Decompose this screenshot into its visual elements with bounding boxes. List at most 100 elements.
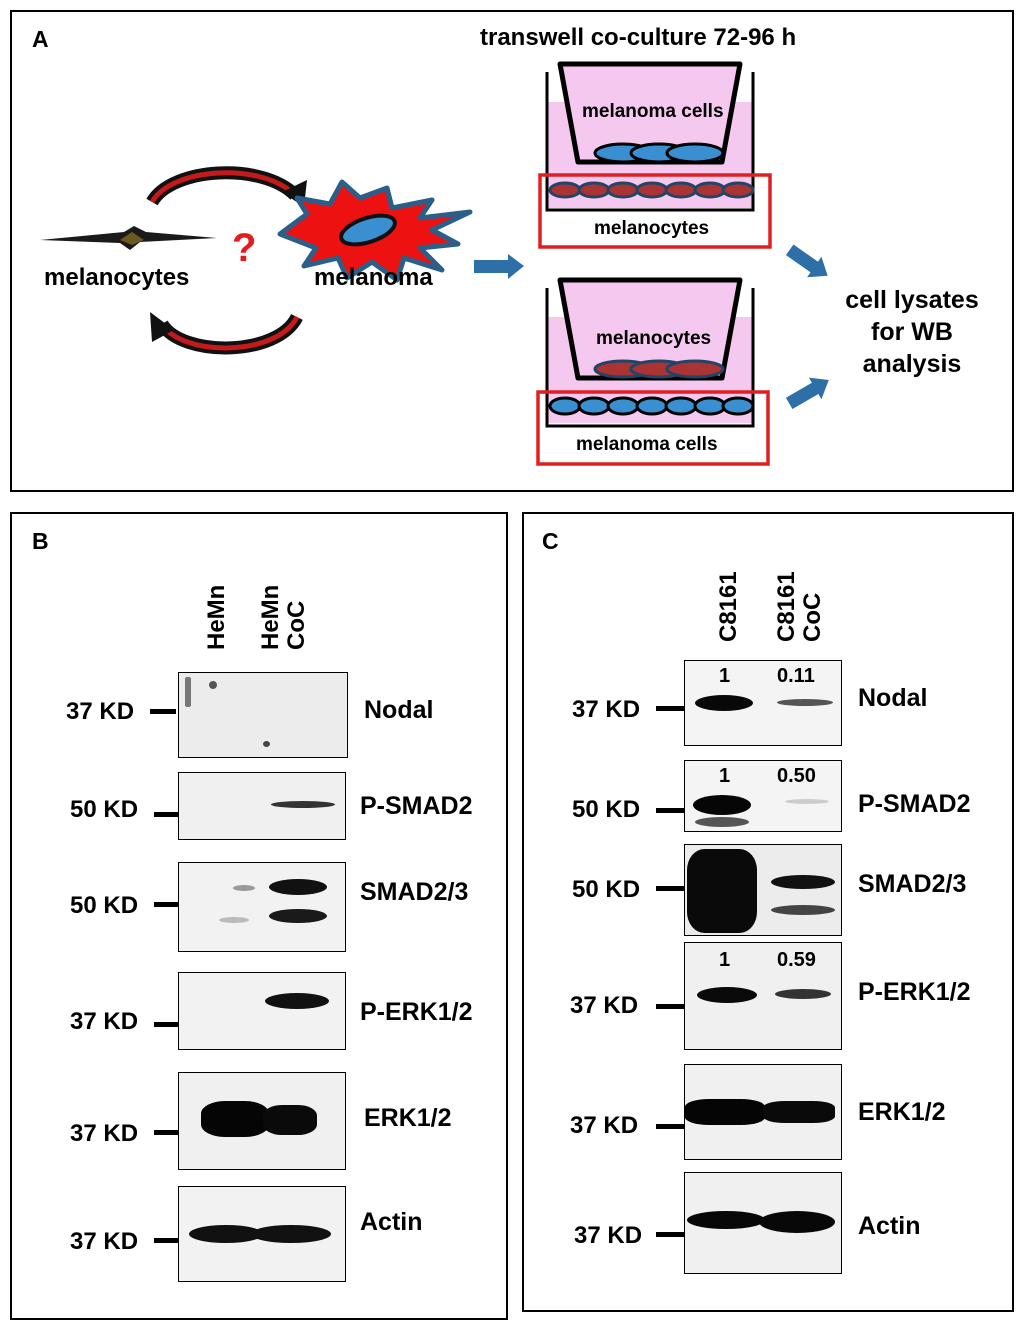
band <box>201 1101 269 1137</box>
lane-label-c8161-coc: C8161 CoC <box>773 571 826 642</box>
marker-b-erk: 37 KD <box>70 1120 139 1147</box>
marker-c-nodal: 37 KD <box>572 696 641 723</box>
schematic-drawing <box>40 61 829 466</box>
marker-b-psmad2: 50 KD <box>70 796 139 823</box>
curved-arrow-bottom <box>150 312 303 355</box>
marker-c-smad23: 50 KD <box>572 876 641 903</box>
marker-tick <box>656 886 684 891</box>
marker-tick <box>150 709 176 714</box>
band <box>771 905 835 915</box>
arrow-bottom-to-lysates <box>785 377 829 410</box>
marker-c-erk: 37 KD <box>570 1112 639 1139</box>
melanocytes-bottom-insert <box>593 359 725 379</box>
band <box>685 1099 765 1125</box>
quant-c-nodal-1: 1 <box>719 665 731 687</box>
panel-label-c: C <box>542 528 559 554</box>
melanoma-cells-top-insert <box>593 142 725 164</box>
marker-tick <box>656 706 684 711</box>
curved-arrow-top <box>146 166 307 207</box>
arrow-to-transwell <box>474 254 524 279</box>
band <box>785 799 829 804</box>
label-melanoma: melanoma <box>314 264 433 291</box>
result-line-2: for WB <box>871 318 953 346</box>
lane-label-hemn-coc: HeMn CoC <box>257 584 310 650</box>
protein-c-psmad2: P-SMAD2 <box>858 790 971 818</box>
protein-b-erk: ERK1/2 <box>364 1104 452 1132</box>
blot-b-nodal <box>178 672 348 758</box>
marker-b-perk: 37 KD <box>70 1008 139 1035</box>
blot-b-erk <box>178 1072 346 1170</box>
quant-c-nodal-2: 0.11 <box>777 665 815 687</box>
lane-label-hemn: HeMn <box>203 584 230 650</box>
band <box>763 1101 835 1123</box>
blot-b-perk <box>178 972 346 1050</box>
melanoma-cells-bottom-well <box>548 396 755 416</box>
result-text: cell lysates for WB analysis <box>812 284 1012 380</box>
protein-b-actin: Actin <box>360 1208 423 1236</box>
protein-c-actin: Actin <box>858 1212 921 1240</box>
panel-c: C C8161 C8161 CoC 37 KD 1 0.11 Nodal 50 … <box>522 512 1014 1312</box>
band <box>271 801 335 808</box>
protein-b-nodal: Nodal <box>364 696 434 724</box>
label-melanocytes: melanocytes <box>44 264 190 291</box>
quant-c-psmad2-1: 1 <box>719 765 731 787</box>
melanoma-cell-icon <box>277 179 473 283</box>
band <box>251 1225 331 1243</box>
arrow-top-to-lysates <box>785 244 828 278</box>
protein-c-erk: ERK1/2 <box>858 1098 946 1126</box>
band <box>775 989 831 999</box>
marker-b-nodal: 37 KD <box>66 698 135 725</box>
melanocyte-cell-icon <box>40 226 217 250</box>
protein-c-nodal: Nodal <box>858 684 928 712</box>
speck <box>263 741 270 747</box>
protein-b-psmad2: P-SMAD2 <box>360 792 473 820</box>
lane-label-c8161-coc-line2: CoC <box>799 592 826 642</box>
band <box>697 987 757 1003</box>
blot-b-actin <box>178 1186 346 1282</box>
band <box>263 1105 317 1135</box>
label-top-well: melanocytes <box>594 218 710 239</box>
protein-b-smad23: SMAD2/3 <box>360 878 469 906</box>
marker-b-smad23: 50 KD <box>70 892 139 919</box>
panel-label-b: B <box>32 528 49 554</box>
label-bottom-insert: melanocytes <box>596 328 712 349</box>
result-line-1: cell lysates <box>845 286 979 314</box>
blot-c-perk: 1 0.59 <box>684 942 842 1050</box>
question-mark: ? <box>232 226 257 270</box>
marker-tick <box>154 1022 178 1027</box>
lane-label-hemn-coc-line2: CoC <box>283 600 310 650</box>
marker-tick <box>154 812 178 817</box>
panel-a: A transwell co-culture 72-96 h <box>10 10 1014 492</box>
lane-label-c8161: C8161 <box>715 571 742 642</box>
band <box>269 909 327 923</box>
label-bottom-well: melanoma cells <box>576 434 718 455</box>
lane-label-c8161-coc-line1: C8161 <box>773 571 800 642</box>
quant-c-perk-2: 0.59 <box>777 949 816 971</box>
blot-b-smad23 <box>178 862 346 952</box>
marker-tick <box>656 1232 684 1237</box>
marker-tick <box>154 1130 178 1135</box>
marker-c-perk: 37 KD <box>570 992 639 1019</box>
blot-c-psmad2: 1 0.50 <box>684 760 842 832</box>
marker-tick <box>656 1004 684 1009</box>
blot-c-smad23 <box>684 844 842 936</box>
band <box>777 699 833 706</box>
marker-tick <box>154 1238 178 1243</box>
band <box>265 993 329 1009</box>
band <box>189 1225 263 1243</box>
blot-c-actin <box>684 1172 842 1274</box>
marker-c-psmad2: 50 KD <box>572 796 641 823</box>
marker-tick <box>656 1124 684 1129</box>
marker-b-actin: 37 KD <box>70 1228 139 1255</box>
band <box>219 917 249 923</box>
speck <box>209 681 217 689</box>
marker-c-actin: 37 KD <box>574 1222 643 1249</box>
result-line-3: analysis <box>862 350 962 378</box>
blot-c-erk <box>684 1064 842 1160</box>
band <box>695 695 753 711</box>
label-top-insert: melanoma cells <box>582 101 724 122</box>
panel-a-title: transwell co-culture 72-96 h <box>480 24 797 51</box>
quant-c-perk-1: 1 <box>719 949 731 971</box>
band <box>233 885 255 891</box>
lane-label-hemn-coc-line1: HeMn <box>257 584 284 650</box>
